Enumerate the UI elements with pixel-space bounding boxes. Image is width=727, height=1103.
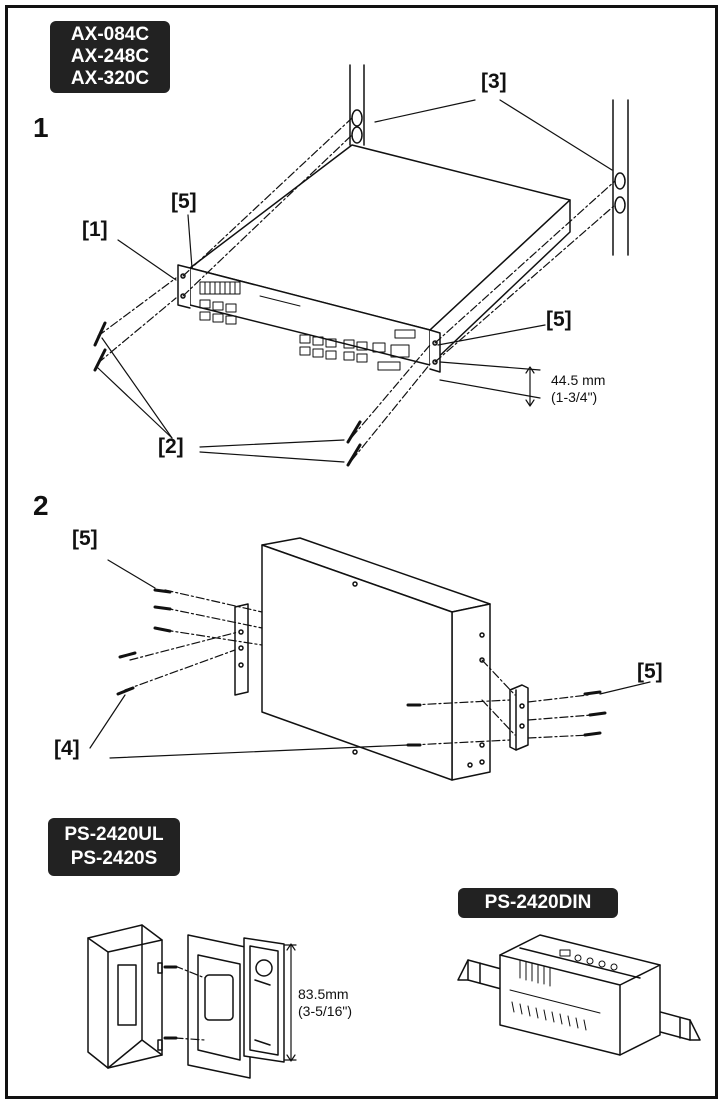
- ps-2420-wall-plate: [187, 934, 251, 1079]
- rack-height-mm: 44.5 mm: [551, 372, 606, 388]
- callout-5-rack-right: [5]: [546, 308, 572, 331]
- leaders-step1: [97, 99, 613, 463]
- rack-rail-right: [612, 99, 629, 256]
- callout-3: [3]: [481, 70, 507, 93]
- model-ax-084c: AX-084C: [70, 24, 150, 45]
- model-ax-320c: AX-320C: [70, 68, 150, 89]
- callout-2: [2]: [158, 435, 184, 458]
- ps-height-dimension: [283, 943, 297, 1062]
- rack-height-in: (1-3/4"): [551, 389, 598, 405]
- model-ps-2420s: PS-2420S: [70, 848, 158, 869]
- step-2-number: 2: [33, 490, 49, 521]
- callout-5-wall-right: [5]: [637, 660, 663, 683]
- ps-2420-electrical-box: [243, 937, 285, 1063]
- callout-5-rack-left: [5]: [171, 190, 197, 213]
- alignment-lines-ps: [174, 965, 206, 1041]
- wall-unit-body: [261, 537, 491, 781]
- ps-screws: [163, 965, 178, 1040]
- model-badge-ps: PS-2420UL PS-2420S: [48, 818, 180, 876]
- ps-2420-power-supply: [87, 924, 163, 1069]
- callout-1: [1]: [82, 218, 108, 241]
- wall-screws: [116, 588, 607, 747]
- ps-2420din-power-supply: [457, 934, 701, 1056]
- rack-screws: [93, 321, 362, 467]
- rack-rail-left: [349, 64, 365, 146]
- alignment-lines-step1: [97, 117, 616, 461]
- rack-height-dimension: [439, 361, 541, 407]
- wall-bracket-right: [509, 684, 529, 751]
- leaders-step2: [89, 559, 651, 759]
- ps-height-mm: 83.5mm: [298, 986, 349, 1002]
- model-ps-2420ul: PS-2420UL: [64, 824, 164, 845]
- alignment-lines-step2: [124, 589, 593, 746]
- model-badge-din: PS-2420DIN: [458, 888, 618, 918]
- wall-bracket-left: [234, 603, 249, 696]
- model-ax-248c: AX-248C: [70, 46, 150, 67]
- callout-5-wall-left: [5]: [72, 527, 98, 550]
- ps-height-in: (3-5/16"): [298, 1003, 352, 1019]
- callout-4: [4]: [54, 737, 80, 760]
- rack-unit-body: [177, 144, 571, 373]
- rack-height-dimension-label: 44.5 mm (1-3/4"): [551, 372, 605, 406]
- step-1-number: 1: [33, 112, 49, 143]
- ps-height-dimension-label: 83.5mm (3-5/16"): [298, 986, 352, 1020]
- model-badge-ax: AX-084C AX-248C AX-320C: [50, 21, 170, 93]
